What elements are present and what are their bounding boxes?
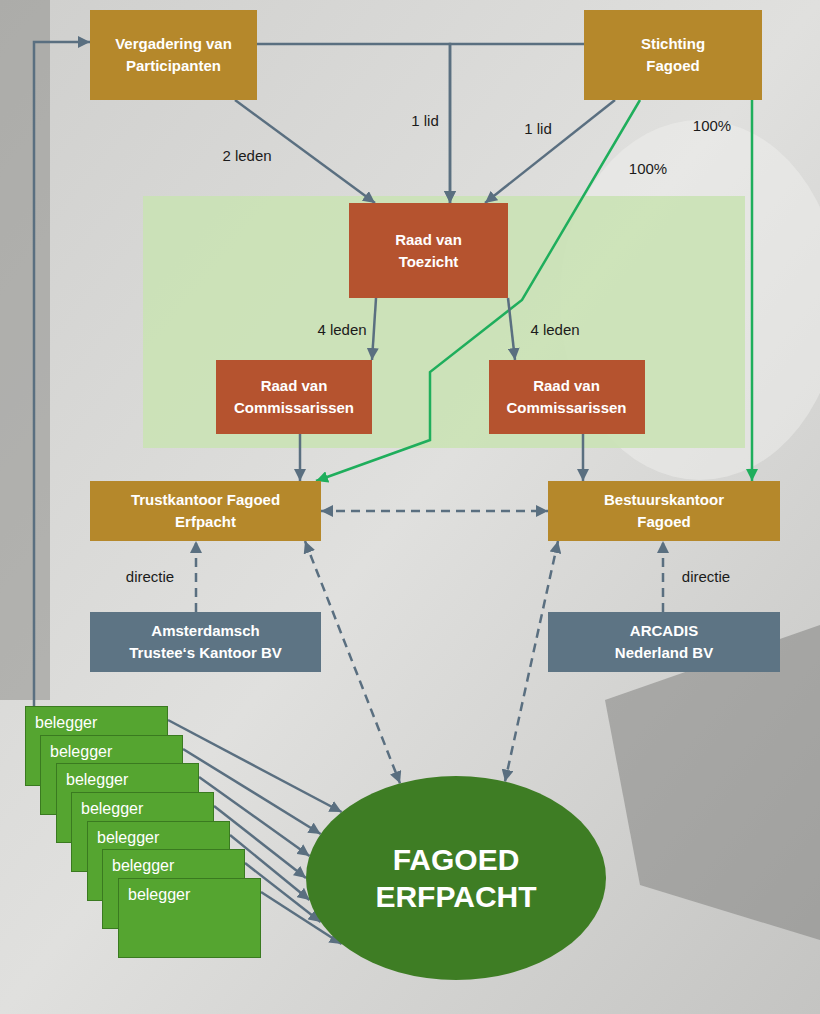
box-label: Raad van Commissarissen bbox=[498, 375, 636, 419]
box-label: belegger bbox=[50, 740, 112, 763]
box-label: belegger bbox=[35, 711, 97, 734]
entity-box: Stichting Fagoed bbox=[584, 10, 762, 100]
box-label: belegger bbox=[97, 826, 159, 849]
manager-box: ARCADIS Nederland BV bbox=[548, 612, 780, 672]
photo-shade bbox=[605, 625, 820, 940]
ellipse-shape bbox=[306, 776, 606, 980]
arrow-connector bbox=[582, 434, 585, 481]
fund-title: FAGOED ERFPACHT bbox=[356, 841, 556, 916]
box-label: belegger bbox=[81, 797, 143, 820]
arrow-connector bbox=[257, 44, 450, 203]
arrow-connector bbox=[299, 434, 302, 481]
box-label: Raad van Toezicht bbox=[379, 229, 479, 273]
investor-box: belegger bbox=[118, 878, 261, 958]
entity-box: Trustkantoor Fagoed Erfpacht bbox=[90, 481, 321, 541]
box-label: Trustkantoor Fagoed Erfpacht bbox=[131, 489, 281, 533]
manager-box: Amsterdamsch Trustee‘s Kantoor BV bbox=[90, 612, 321, 672]
connector-label: 4 leden bbox=[315, 321, 368, 338]
connector-label: directie bbox=[124, 568, 176, 585]
photo-shade bbox=[0, 0, 50, 700]
box-label: ARCADIS Nederland BV bbox=[599, 620, 729, 664]
connector-label: 100% bbox=[691, 117, 733, 134]
connector-label: 1 lid bbox=[522, 120, 554, 137]
board-box: Raad van Commissarissen bbox=[489, 360, 645, 434]
board-band bbox=[143, 196, 745, 448]
dashed-connector bbox=[662, 541, 665, 612]
connector-label: 2 leden bbox=[220, 147, 273, 164]
ellipse-outline bbox=[306, 776, 606, 980]
dashed-connector bbox=[195, 541, 198, 612]
connector-label: directie bbox=[680, 568, 732, 585]
board-box: Raad van Commissarissen bbox=[216, 360, 372, 434]
fund-ellipse: FAGOED ERFPACHT bbox=[306, 776, 606, 980]
arrow-connector bbox=[508, 298, 515, 360]
board-box: Raad van Toezicht bbox=[349, 203, 508, 298]
arrow-connector bbox=[372, 298, 376, 360]
dashed-connector bbox=[321, 510, 548, 513]
box-label: Stichting Fagoed bbox=[623, 33, 723, 77]
entity-box: Bestuurskantoor Fagoed bbox=[548, 481, 780, 541]
arrow-connector bbox=[34, 42, 90, 706]
box-label: Amsterdamsch Trustee‘s Kantoor BV bbox=[120, 620, 292, 664]
connector-label: 100% bbox=[627, 160, 669, 177]
connector-label: 4 leden bbox=[528, 321, 581, 338]
arrow-connector bbox=[751, 100, 754, 481]
box-label: belegger bbox=[128, 883, 190, 906]
box-label: belegger bbox=[66, 768, 128, 791]
box-label: Bestuurskantoor Fagoed bbox=[589, 489, 739, 533]
entity-box: Vergadering van Participanten bbox=[90, 10, 257, 100]
connector-label: 1 lid bbox=[409, 112, 441, 129]
box-label: belegger bbox=[112, 854, 174, 877]
box-label: Vergadering van Participanten bbox=[111, 33, 236, 77]
box-label: Raad van Commissarissen bbox=[225, 375, 363, 419]
arrow-connector bbox=[485, 100, 615, 203]
